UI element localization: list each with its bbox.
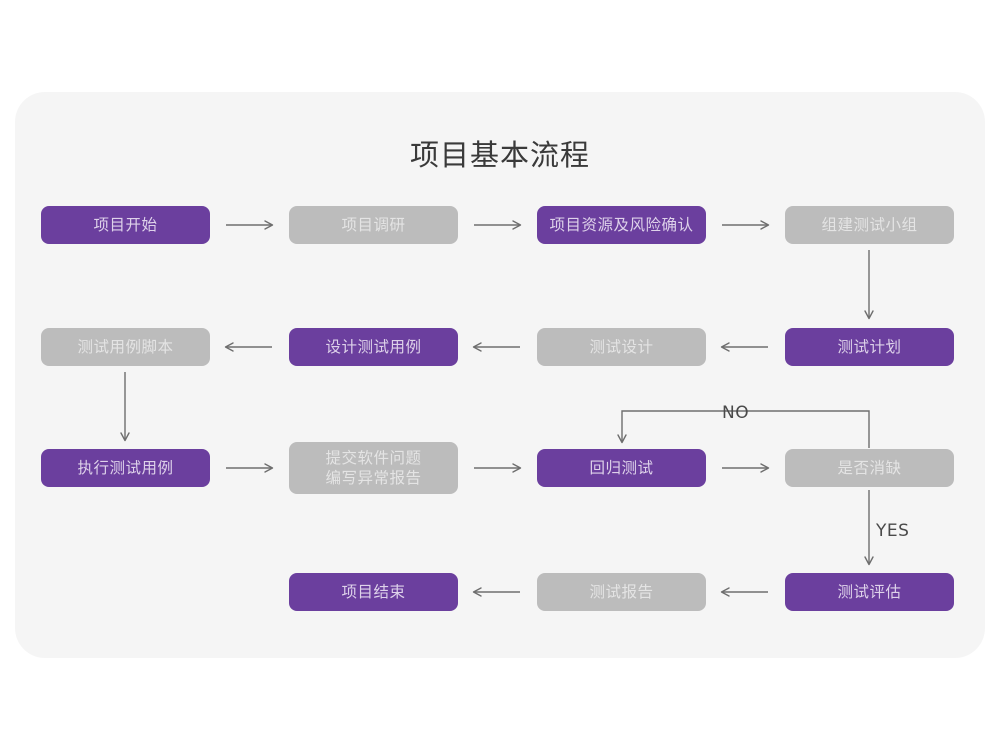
flow-node-project-end[interactable]: 项目结束 — [289, 573, 458, 611]
flow-node-submit-issue-report[interactable]: 提交软件问题 编写异常报告 — [289, 442, 458, 494]
edge-label-yes: YES — [876, 521, 910, 541]
flow-node-test-design[interactable]: 测试设计 — [537, 328, 706, 366]
flow-node-defect-resolved-decision[interactable]: 是否消缺 — [785, 449, 954, 487]
flow-node-execute-test-case[interactable]: 执行测试用例 — [41, 449, 210, 487]
page-title: 项目基本流程 — [409, 138, 590, 172]
flow-node-build-test-team[interactable]: 组建测试小组 — [785, 206, 954, 244]
flow-node-test-report[interactable]: 测试报告 — [537, 573, 706, 611]
edge-label-no: NO — [722, 403, 750, 423]
flow-node-resource-risk-confirm[interactable]: 项目资源及风险确认 — [537, 206, 706, 244]
flow-node-regression-test[interactable]: 回归测试 — [537, 449, 706, 487]
flow-node-project-start[interactable]: 项目开始 — [41, 206, 210, 244]
flow-node-test-case-script[interactable]: 测试用例脚本 — [41, 328, 210, 366]
flowchart-card: 项目基本流程 — [15, 92, 985, 658]
flow-node-test-plan[interactable]: 测试计划 — [785, 328, 954, 366]
flow-node-design-test-case[interactable]: 设计测试用例 — [289, 328, 458, 366]
flow-node-project-research[interactable]: 项目调研 — [289, 206, 458, 244]
flow-node-test-evaluation[interactable]: 测试评估 — [785, 573, 954, 611]
